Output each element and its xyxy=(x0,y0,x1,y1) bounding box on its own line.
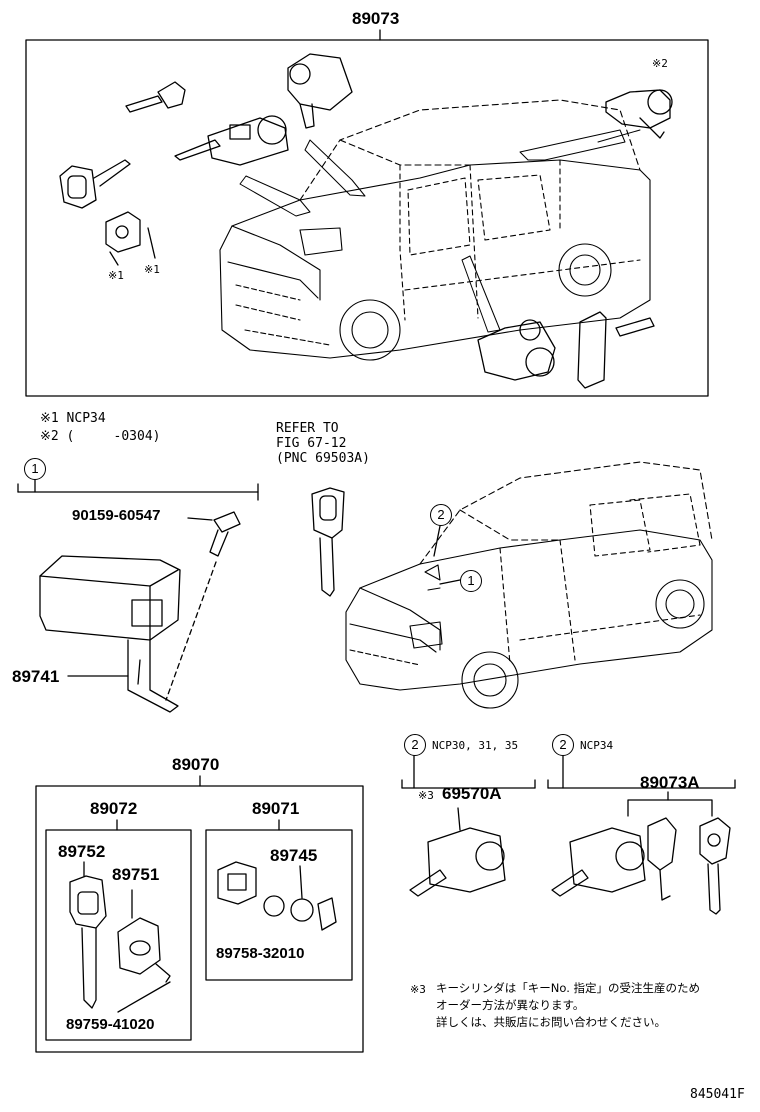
key-small-top xyxy=(125,81,186,113)
transponder-key-top xyxy=(59,159,131,209)
leader-bolt xyxy=(187,517,213,521)
cylinder-89073A xyxy=(551,817,731,915)
part-number-69570A: 69570A xyxy=(442,784,502,803)
label-ncp34: NCP34 xyxy=(580,739,614,752)
callout-2-ncp30: 2 xyxy=(404,734,426,756)
note-mark-2-top: ※2 xyxy=(652,57,668,70)
clip-89071 xyxy=(317,897,337,931)
note-mark-3-japanese: ※3 xyxy=(410,983,426,996)
part-number-89741: 89741 xyxy=(12,667,60,686)
part-number-89759-41020: 89759-41020 xyxy=(66,1016,155,1033)
note-ncp34: ※1 NCP34 xyxy=(40,411,106,426)
bolt-illustration xyxy=(165,511,241,701)
part-number-89073: 89073 xyxy=(352,9,400,28)
callout-1-vehicle: 1 xyxy=(460,570,482,592)
part-number-89752: 89752 xyxy=(58,842,106,861)
door-lock-cylinder-top xyxy=(605,89,673,139)
japanese-note-line-2: オーダー方法が異なります。 xyxy=(436,998,585,1012)
gasket xyxy=(263,895,285,917)
part-number-89758-32010: 89758-32010 xyxy=(216,945,305,962)
cylinder-69570A xyxy=(409,807,506,897)
callout-1-group: 1 xyxy=(24,458,46,480)
leader-callout-1-mid xyxy=(439,579,461,585)
leader-89073A xyxy=(627,799,713,817)
leader-callout-2-mid xyxy=(433,525,441,557)
part-number-89751: 89751 xyxy=(112,865,160,884)
plate-top xyxy=(105,211,156,266)
leader-89745 xyxy=(299,865,303,899)
japanese-note-line-3: 詳しくは、共販店にお問い合わせください。 xyxy=(436,1015,666,1029)
clip-top xyxy=(615,317,655,337)
callout-2-vehicle: 2 xyxy=(430,504,452,526)
figure-id: 845041F xyxy=(690,1087,745,1102)
refer-line-3: (PNC 69503A) xyxy=(276,451,370,466)
ignition-cylinder-top xyxy=(174,115,289,166)
note-mark-1-top-a: ※1 xyxy=(108,269,124,282)
part-number-89073A: 89073A xyxy=(640,773,700,792)
key-illustration-refer xyxy=(311,487,345,597)
leader-89759 xyxy=(117,981,171,1013)
part-number-90159-60547: 90159-60547 xyxy=(72,507,161,524)
part-number-89072: 89072 xyxy=(90,799,138,818)
part-number-89071: 89071 xyxy=(252,799,300,818)
callout-2-ncp34: 2 xyxy=(552,734,574,756)
case-89745 xyxy=(217,861,257,905)
label-ncp30-31-35: NCP30, 31, 35 xyxy=(432,739,519,752)
note-mark-1-top-b: ※1 xyxy=(144,263,160,276)
transmitter-89751 xyxy=(117,917,171,983)
relay-ecu-illustration xyxy=(39,555,181,713)
vehicle-middle-illustration xyxy=(345,461,713,709)
note-date-range: ※2 ( -0304) xyxy=(40,429,161,444)
kit-89072-frame xyxy=(45,829,192,1041)
vehicle-top-illustration xyxy=(219,99,651,361)
japanese-note-line-1: キーシリンダは「キーNo. 指定」の受注生産のため xyxy=(436,981,701,995)
refer-line-2: FIG 67-12 xyxy=(276,436,347,451)
kit-89070-frame xyxy=(35,785,364,1053)
cover-top xyxy=(577,311,607,389)
steering-lock-top xyxy=(287,53,353,129)
part-number-89745: 89745 xyxy=(270,846,318,865)
battery xyxy=(290,898,314,922)
back-door-cylinder-top xyxy=(477,319,556,381)
part-number-89070: 89070 xyxy=(172,755,220,774)
top-panel-frame xyxy=(25,39,709,397)
note-mark-3: ※3 xyxy=(418,789,434,802)
arrows-top xyxy=(239,129,641,333)
refer-line-1: REFER TO xyxy=(276,421,339,436)
key-blank-89752 xyxy=(69,875,107,1009)
